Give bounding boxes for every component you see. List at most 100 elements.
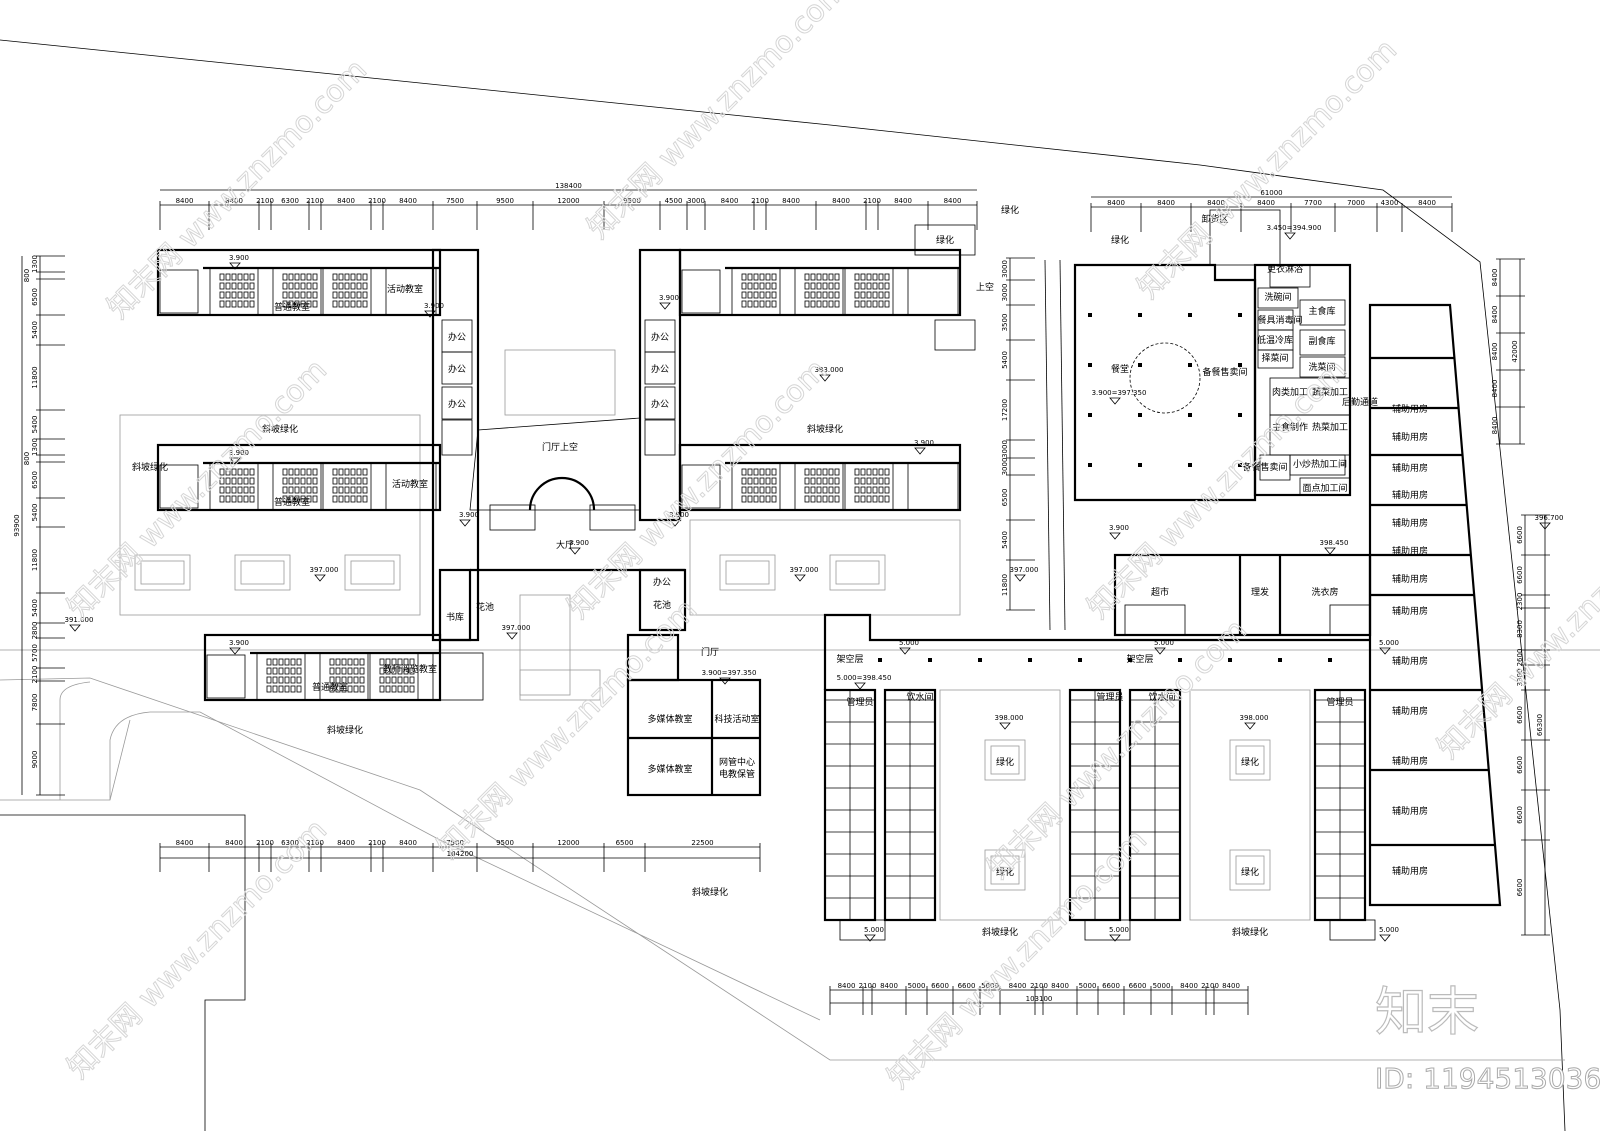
desk <box>765 477 771 485</box>
room-label-slope-green: 斜坡绿化 <box>327 724 363 736</box>
desk <box>237 291 243 299</box>
desk <box>225 300 231 308</box>
watermark-text: 知末网 www.znzmo.com <box>431 593 704 866</box>
desk <box>866 291 872 299</box>
desk <box>231 468 237 476</box>
room-label-slope-green: 斜坡绿化 <box>262 423 298 435</box>
stair <box>1329 604 1371 636</box>
shops-block <box>1113 553 1372 637</box>
desk <box>362 486 368 494</box>
desk <box>765 291 771 299</box>
dimension-label: 6600 <box>931 982 949 990</box>
desk <box>878 273 884 281</box>
dimension-label: 3000 <box>687 197 705 205</box>
desk <box>884 300 890 308</box>
desk <box>249 282 255 290</box>
desk <box>741 291 747 299</box>
desk <box>403 667 409 675</box>
courtyard-right <box>689 519 961 616</box>
desk <box>397 667 403 675</box>
desk <box>828 495 834 503</box>
kitchen-room <box>1299 477 1351 496</box>
room-label-serving: 备餐售卖间 <box>1202 366 1247 378</box>
desk <box>272 676 278 684</box>
dimension-label: 9000 <box>31 751 39 769</box>
level-label: 5.000 <box>864 926 884 934</box>
planter-bed <box>829 554 886 591</box>
planter-inner <box>240 560 285 585</box>
desk <box>350 273 356 281</box>
dimension-label: 1300 <box>31 255 39 273</box>
room-label-green: 绿化 <box>1241 756 1259 768</box>
desk <box>225 291 231 299</box>
stair <box>489 504 536 531</box>
desk <box>741 486 747 494</box>
desk <box>854 495 860 503</box>
desk <box>312 291 318 299</box>
desk <box>266 685 272 693</box>
level-label: 3.900=397.350 <box>1092 389 1147 397</box>
desk <box>237 273 243 281</box>
kitchen-room <box>1269 264 1311 288</box>
desk <box>266 676 272 684</box>
tree-court <box>441 419 473 456</box>
room-label-dishwash: 洗碗间 <box>1264 291 1291 303</box>
desk <box>403 685 409 693</box>
desk <box>243 468 249 476</box>
room-label-stilt: 架空层 <box>1126 653 1153 665</box>
desk <box>347 685 353 693</box>
dimension-label: 5000 <box>908 982 926 990</box>
dimension-label: 11800 <box>31 549 39 571</box>
level-marker-icon <box>659 302 671 310</box>
watermark-text: 知末网 www.znzmo.com <box>61 813 334 1086</box>
room-label-disinfect: 餐具消毒间 <box>1257 314 1302 326</box>
desk <box>403 676 409 684</box>
column <box>1138 313 1142 317</box>
desk <box>231 300 237 308</box>
desk <box>237 495 243 503</box>
desk <box>272 667 278 675</box>
dimension-label: 2100 <box>306 197 324 205</box>
column <box>1138 363 1142 367</box>
dimension-total: 93900 <box>13 514 21 536</box>
desk <box>854 477 860 485</box>
green-bed <box>1229 739 1271 781</box>
dimension-label: 3000 <box>1001 440 1009 458</box>
desk <box>249 468 255 476</box>
desk <box>860 300 866 308</box>
desk <box>282 468 288 476</box>
desk <box>860 282 866 290</box>
watermark-text: 知末网 www.znzmo.com <box>581 0 854 246</box>
desk <box>828 291 834 299</box>
dimension-label: 6500 <box>31 471 39 489</box>
room-label-dining: 餐堂 <box>1111 363 1129 375</box>
desk <box>359 676 365 684</box>
desk <box>828 477 834 485</box>
level-label: 3.900 <box>569 539 589 547</box>
desk <box>759 300 765 308</box>
watermark-id: ID: 1194513036 <box>1375 1062 1600 1095</box>
level-label: 3.900 <box>659 294 679 302</box>
desk <box>284 685 290 693</box>
desk <box>231 282 237 290</box>
room-label-office: 办公 <box>651 398 669 410</box>
dorm-entry <box>839 919 886 941</box>
desk <box>335 685 341 693</box>
desk <box>338 282 344 290</box>
desk <box>872 477 878 485</box>
desk <box>854 291 860 299</box>
dimension-label: 5400 <box>1001 351 1009 369</box>
desk <box>300 300 306 308</box>
desk <box>834 300 840 308</box>
desk <box>306 291 312 299</box>
canteen-edge <box>1044 259 1051 631</box>
desk <box>284 658 290 666</box>
desk <box>385 685 391 693</box>
column <box>1328 658 1332 662</box>
room-label-void: 上空 <box>976 281 994 293</box>
room-label-stirfry: 小炒热加工间 <box>1293 458 1347 470</box>
desk <box>391 658 397 666</box>
room-label-slope-green: 斜坡绿化 <box>982 926 1018 938</box>
room-label-market: 超市 <box>1151 586 1169 598</box>
desk <box>249 477 255 485</box>
